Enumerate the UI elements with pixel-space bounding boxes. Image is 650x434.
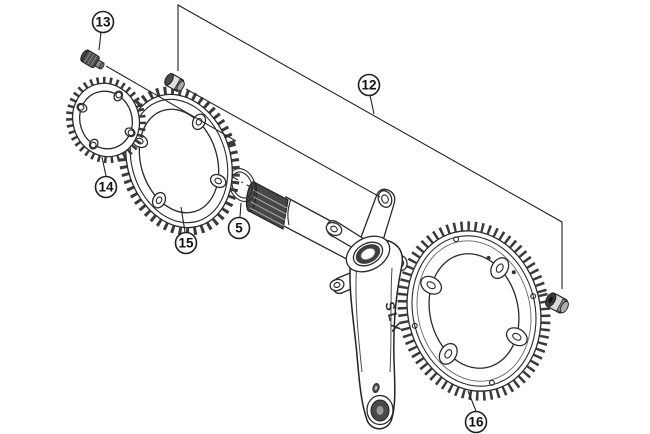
chain-pin — [511, 270, 516, 275]
crank-bore — [345, 235, 391, 273]
callout-12-circle — [357, 73, 381, 97]
part-bolt-upper — [164, 73, 185, 92]
callout-15-circle — [174, 231, 198, 255]
tab — [505, 327, 528, 347]
middle-chainring-teeth — [118, 86, 240, 236]
spider-arm-lower-left-tip — [329, 278, 345, 292]
leader-12-connector — [369, 94, 375, 115]
hole — [411, 322, 418, 329]
callout-5-circle — [227, 216, 251, 240]
axle-spline-ridges — [249, 189, 288, 227]
callout-16-label: 16 — [468, 415, 484, 430]
outer-chainring-teeth — [397, 221, 551, 401]
callout-14: 14 — [94, 175, 118, 199]
bolt-upper-face — [164, 73, 174, 86]
bolt-13-knurling — [84, 52, 98, 67]
bolt-axis-line-upper — [185, 88, 381, 198]
tab-hole — [195, 117, 203, 126]
spider-arm-lower-left-hole — [333, 282, 341, 288]
callout-16: 16 — [464, 410, 488, 434]
bolt-upper-end — [176, 80, 185, 92]
leader-12-path — [177, 4, 563, 289]
callout-13-circle — [91, 10, 115, 34]
callout-14-circle — [94, 175, 118, 199]
bolt-13-tip — [99, 62, 105, 70]
tab-hole — [127, 129, 135, 137]
spider-arm-top-tip — [377, 190, 393, 208]
tab-hole — [426, 281, 436, 290]
middle-chainring-contour — [129, 98, 229, 224]
part-middle-chainring — [118, 86, 240, 236]
part-axle — [245, 181, 365, 268]
tab-hole — [214, 177, 223, 185]
callout-15: 15 — [174, 231, 198, 255]
chain-pin — [486, 255, 491, 260]
crank-arm-contour-right — [389, 267, 393, 373]
outer-chainring-tabs — [420, 257, 528, 365]
outer-chainring-holes — [411, 236, 537, 386]
inner-chainring-teeth — [66, 76, 146, 164]
bolt-axis-line-13 — [105, 65, 237, 142]
part-outer-chainring — [397, 221, 551, 401]
hole — [488, 379, 495, 386]
middle-chainring-inner-edge — [138, 108, 220, 214]
callout-13: 13 — [91, 10, 115, 34]
pedal-thread-center — [376, 406, 384, 415]
callout-14-label: 14 — [98, 180, 114, 195]
outer-chainring-contour-2 — [416, 240, 532, 382]
bolt-outer-end — [559, 300, 569, 314]
tab — [490, 257, 510, 280]
part-inner-chainring — [66, 76, 146, 164]
tab — [438, 342, 458, 365]
tab-hole — [444, 349, 453, 359]
callout-15-label: 15 — [178, 236, 194, 251]
tab — [420, 275, 443, 295]
hole — [453, 236, 460, 243]
leader-5 — [239, 202, 242, 218]
leader-13 — [98, 31, 102, 51]
part-bolt-outer — [545, 292, 569, 314]
tab-hole — [89, 141, 97, 149]
hole — [530, 293, 537, 300]
part-bolt-13 — [80, 49, 105, 70]
inner-chainring-tabs — [76, 90, 136, 150]
leader-14 — [101, 156, 107, 177]
callout-5-label: 5 — [235, 221, 243, 236]
tab-hole — [155, 196, 163, 205]
callout-12-label: 12 — [361, 78, 376, 93]
crank-arm-contour-left — [355, 261, 363, 373]
tab-hole — [495, 263, 504, 273]
spider-arm-left-hole — [330, 225, 338, 233]
spider-arm-top-hole — [381, 194, 389, 204]
pedal-thread-boss — [366, 382, 394, 426]
leader-16 — [467, 390, 477, 412]
callout-5: 5 — [227, 216, 251, 240]
leader-15 — [180, 206, 186, 233]
spider-arm-left-tip — [325, 221, 343, 237]
crank-bore-center — [360, 247, 376, 261]
inner-chainring-inner-edge — [79, 90, 133, 150]
callout-13-label: 13 — [95, 15, 111, 30]
crank-small-hole-center — [374, 385, 378, 391]
tab-hole — [77, 103, 85, 111]
tab — [151, 191, 167, 209]
bolt-outer-socket — [548, 296, 553, 303]
callout-16-circle — [464, 410, 488, 434]
part-crank-arm: SLX — [325, 188, 408, 430]
tab-hole — [115, 91, 123, 99]
axle-chamfer-line — [287, 198, 292, 226]
outer-chainring-inner-edge — [428, 253, 520, 369]
tab-hole — [512, 332, 522, 341]
callout-12: 12 — [357, 73, 381, 97]
tab — [209, 173, 227, 189]
